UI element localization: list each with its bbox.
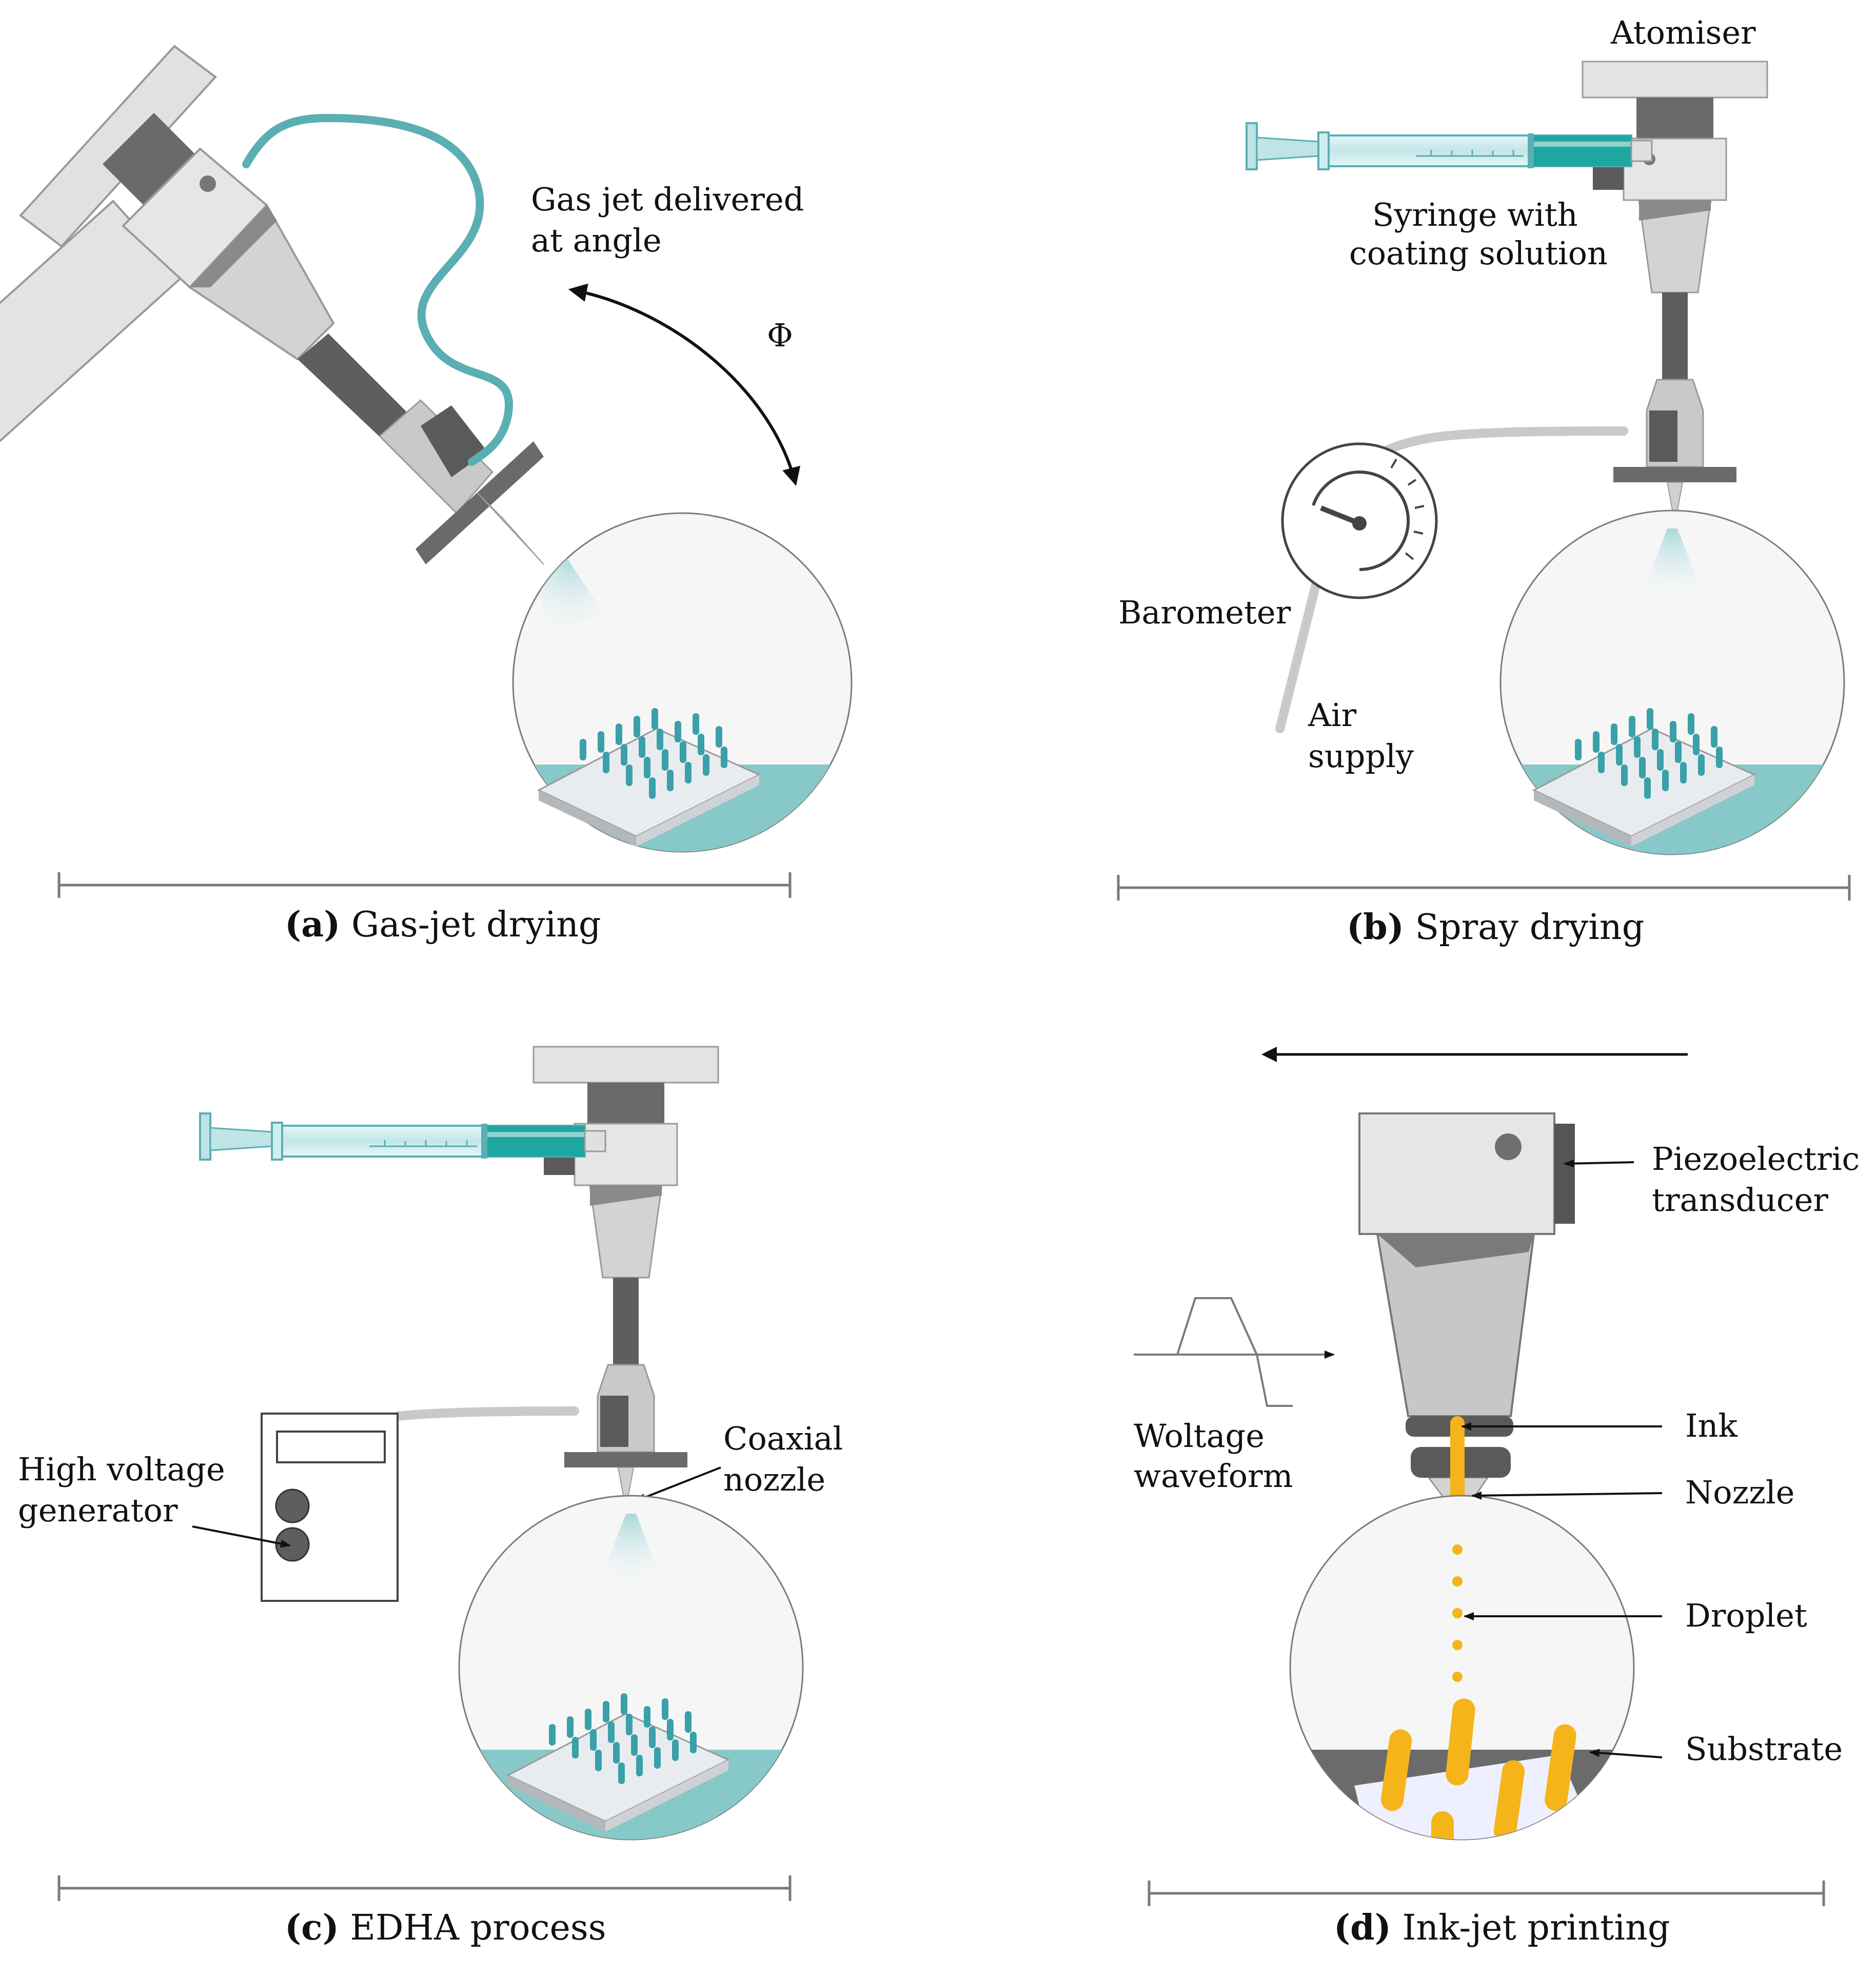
label-voltage-line1: Woltage [1134,1417,1265,1455]
nozzle-body [378,399,494,515]
pointer-nozzle [1471,1491,1663,1500]
syringe-c [199,1112,606,1161]
label-gasjet-line2: at angle [531,222,662,259]
divider-d [1148,1881,1825,1906]
needles-a [580,708,727,799]
label-syringe-line2: coating solution [1349,234,1608,272]
divider-c [57,1875,792,1901]
mount-plate [19,45,217,248]
ink-pillars [1380,1698,1576,1839]
caption-d: (d) Ink-jet printing [1334,1907,1670,1948]
shaft [298,334,416,446]
crossbar [416,441,544,564]
label-ink: Ink [1685,1407,1737,1444]
label-atomiser: Atomiser [1610,14,1756,51]
hv-pointer [192,1525,291,1548]
pointer-piezo [1564,1159,1634,1168]
divider-a [57,872,792,898]
panel-c: High voltage generator Coaxial nozzle (c… [18,1046,843,1948]
panel-d: Woltage waveform Piezoelectric transduce… [1134,1047,1860,1948]
divider-b [1117,875,1851,900]
spray-c [600,1514,662,1580]
syringe-b [1246,122,1653,170]
label-coax-line2: nozzle [723,1461,825,1498]
atomiser-assembly [1582,61,1768,524]
angle-arrow [568,283,801,486]
printhead [1358,1112,1575,1520]
barometer [1281,442,1438,599]
pointer-substrate [1589,1749,1663,1758]
label-barometer: Barometer [1118,594,1291,631]
label-voltage-line2: waveform [1134,1457,1293,1495]
needles-b [1575,708,1723,799]
head-cone-shade [190,205,277,287]
needles-c [549,1693,697,1784]
waveform [1134,1297,1335,1407]
caption-c: (c) EDHA process [285,1907,606,1948]
label-syringe-line1: Syringe with [1372,196,1578,233]
label-piezo-line1: Piezoelectric [1652,1140,1860,1178]
hv-generator [261,1413,399,1602]
label-phi: Φ [767,317,793,354]
panel-b: Atomiser Syringe with coating solution B… [1117,14,1851,948]
nozzle-tip [477,492,544,565]
gas-hose [242,113,513,466]
edha-assembly [532,1046,719,1510]
label-coax-line1: Coaxial [723,1420,843,1457]
label-air-line1: Air [1308,696,1357,734]
label-nozzle: Nozzle [1685,1474,1794,1511]
coax-pointer [635,1466,721,1502]
label-hv-line2: generator [18,1492,178,1529]
panel-a: Gas jet delivered at angle Φ (a) Gas-jet… [0,45,853,945]
droplets [1452,1544,1463,1682]
label-gasjet-line1: Gas jet delivered [531,181,804,218]
head-dot [200,175,216,192]
spray-b [1642,528,1703,595]
label-droplet: Droplet [1685,1597,1807,1634]
hv-cable [393,1406,579,1421]
caption-b: (b) Spray drying [1347,907,1644,948]
caption-a: (a) Gas-jet drying [285,904,601,945]
substrate-face [1354,1755,1601,1839]
label-hv-line1: High voltage [18,1451,225,1488]
spray-a [539,554,605,631]
label-piezo-line2: transducer [1652,1181,1828,1219]
label-substrate: Substrate [1685,1730,1843,1768]
label-air-line2: supply [1308,737,1414,775]
